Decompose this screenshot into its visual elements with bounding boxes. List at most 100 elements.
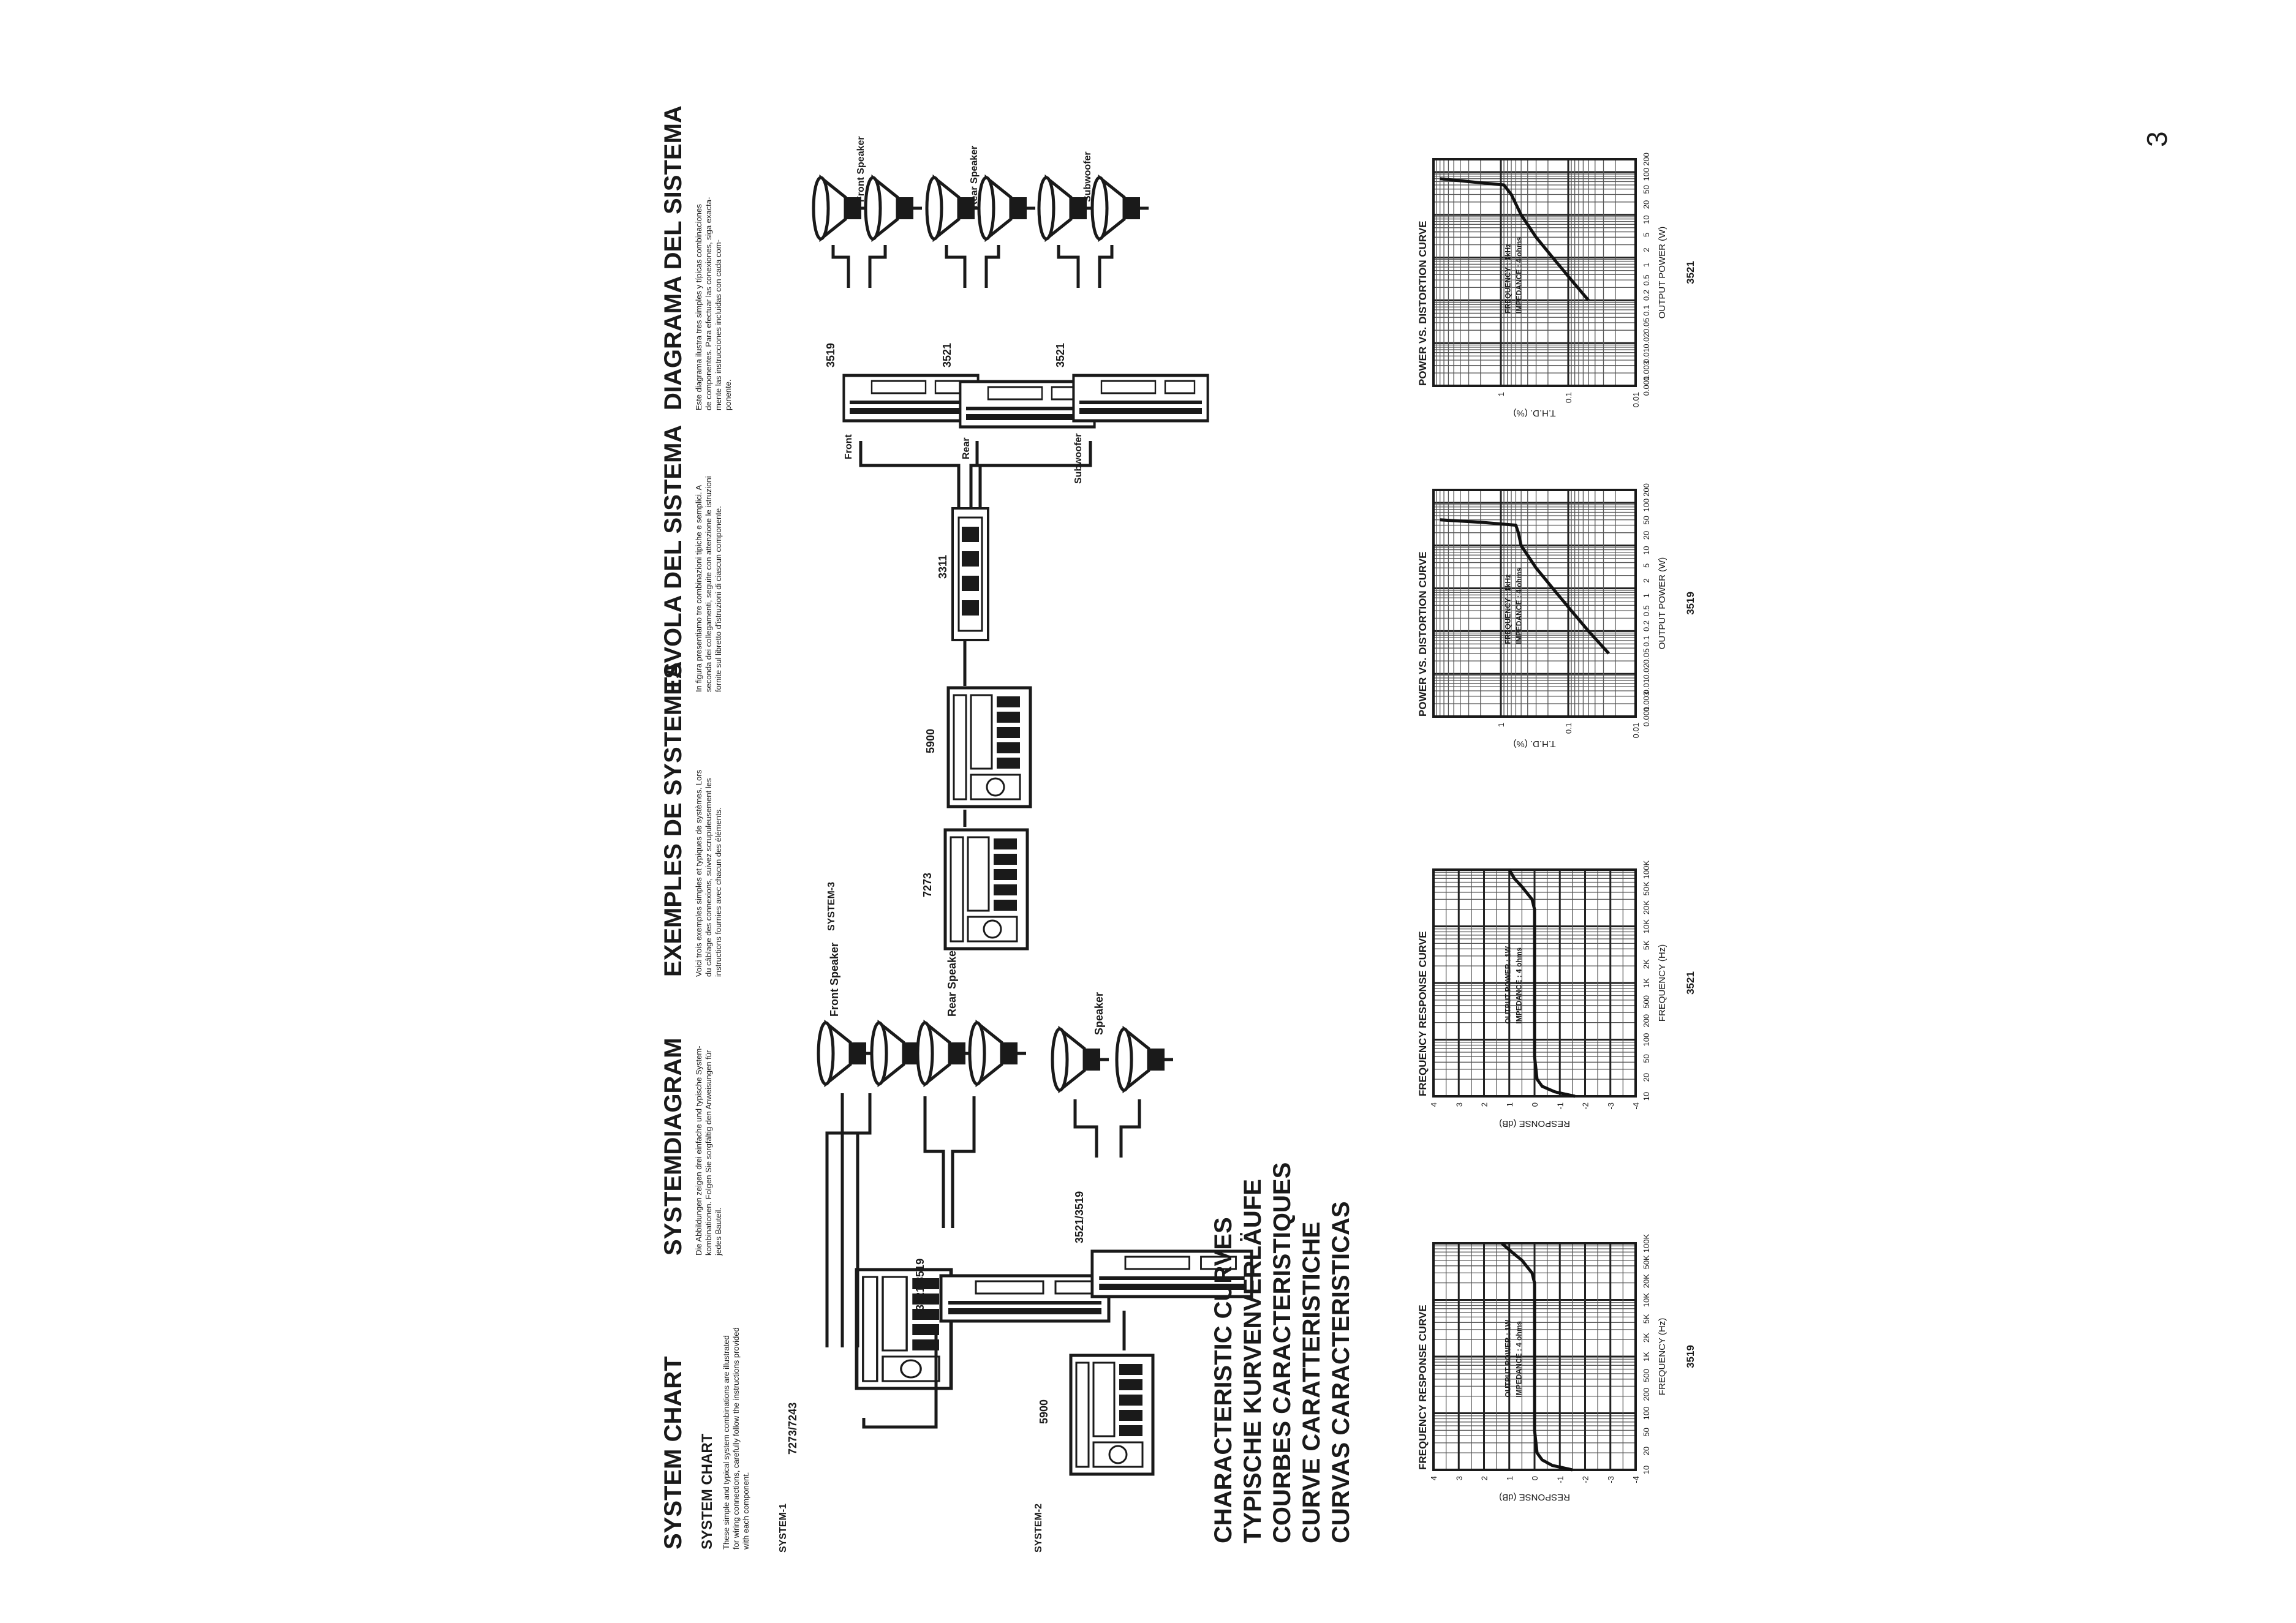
y-axis-label: T.H.D. (%) [1513,739,1555,749]
x-tick-label: 50 [1642,1054,1651,1063]
x-tick-label: 10 [1642,1092,1651,1101]
data-curve [1440,518,1611,655]
y-tick-label: 1 [1505,1476,1514,1480]
paragraph-es-line-2: de componentes. Para efectuar las conexi… [704,197,713,410]
y-tick-label: 2 [1480,1102,1489,1107]
x-tick-label: 100K [1642,1233,1651,1252]
system-2-diagram: SYSTEM-2 5900 3521/3519 Speaker [1033,992,1252,1553]
y-axis-label: RESPONSE (dB) [1499,1118,1570,1129]
y-tick-label: 0.1 [1564,723,1573,734]
tuner-5900-label: 5900 [924,729,937,753]
paragraph-de-line-1: Die Abbildungen zeigen drei einfache und… [694,1045,703,1256]
y-tick-label: 0.01 [1631,392,1641,407]
x-tick-label: 0.001 [1642,707,1651,727]
x-tick-label: 0.05 [1642,649,1651,664]
y-tick-label: -3 [1606,1476,1615,1483]
x-tick-label: 1 [1642,263,1651,267]
x-tick-label: 50 [1642,1428,1651,1436]
rear-speaker-label-s3: Rear Speaker [969,146,980,208]
x-tick-label: 2K [1642,1333,1651,1342]
x-tick-label: 10 [1642,546,1651,554]
x-tick-label: 500 [1642,995,1651,1009]
paragraph-fr-line-3: instructions fournies avec chacun des él… [714,807,723,977]
rear-speaker-label-1: Rear Speaker [946,946,958,1017]
subheading-system-chart: SYSTEM CHART [699,1433,716,1550]
x-tick-label: 100 [1642,1407,1651,1420]
head-unit-7273-7243-label: 7273/7243 [787,1403,799,1455]
paragraph-it-line-3: fornite sul libretto d'istruzioni di cia… [714,506,723,692]
y-tick-label: 2 [1480,1476,1489,1480]
x-tick-label: 1K [1642,978,1651,988]
chart-annotation: FREQUENCY : 1kHz [1503,244,1512,314]
plot-frame [1432,489,1637,718]
x-tick-label: 20 [1642,531,1651,540]
paragraph-de-line-3: jedes Bauteil. [714,1208,723,1256]
chart-title: POWER VS. DISTORTION CURVE [1417,551,1429,717]
system-chart-column: SYSTEM CHART SYSTEM CHART These simple a… [660,1327,750,1550]
paragraph-en-line-3: with each component. [741,1472,750,1550]
data-curve [1500,1242,1573,1472]
x-tick-label: 2K [1642,959,1651,969]
paragraph-de-line-2: kombinationen. Folgen Sie sorgfältig den… [704,1050,713,1256]
x-tick-label: 200 [1642,153,1651,166]
x-tick-label: 0.5 [1642,274,1651,285]
chart-title: FREQUENCY RESPONSE CURVE [1417,931,1429,1096]
y-tick-label: -2 [1581,1102,1590,1110]
system-3-label: SYSTEM-3 [826,882,837,931]
system-1-diagram: SYSTEM-1 7273/7243 3521/3519 Front Speak… [778,943,1109,1553]
x-tick-label: 1K [1642,1352,1651,1361]
x-tick-label: 0.003 [1642,691,1651,712]
paragraph-es-line-4: ponente. [723,379,733,410]
chart-annotation: FREQUENCY : 1kHz [1503,574,1512,644]
x-tick-label: 50 [1642,185,1651,194]
front-speaker-label-s3: Front Speaker [856,136,866,202]
head-unit-5900-label-s2: 5900 [1038,1399,1050,1424]
crossover-3311-label: 3311 [937,555,949,579]
x-tick-label: 0.1 [1642,305,1651,316]
x-tick-label: 0.5 [1642,605,1651,616]
x-tick-label: 5 [1642,233,1651,237]
chart-annotation: OUTPUT POWER : 1W [1503,946,1512,1023]
paragraph-fr-line-1: Voici trois exemples simples et typiques… [694,769,703,977]
paragraph-es-line-1: Este diagrama ilustra tres simples y típ… [694,204,703,410]
curves-heading-en: CHARACTERISTIC CURVES [1210,1217,1237,1543]
x-tick-label: 5K [1642,1314,1651,1324]
curves-heading-de: TYPISCHE KURVENVERLÄUFE [1239,1179,1266,1543]
y-tick-label: -1 [1555,1102,1565,1110]
amp-3521-sub [1073,375,1207,421]
crossover-3311 [951,507,989,641]
curves-heading-es: CURVAS CARACTERISTICAS [1327,1201,1354,1543]
chart-title: POWER VS. DISTORTION CURVE [1417,220,1429,386]
x-tick-label: 0.003 [1642,361,1651,381]
chart-annotation: IMPEDANCE : 4 ohms [1514,1321,1523,1398]
heading-system-chart: SYSTEM CHART [660,1356,687,1550]
x-tick-label: 20 [1642,200,1651,209]
x-tick-label: 2 [1642,578,1651,582]
data-curve [1508,868,1576,1098]
front-speaker-left [818,1023,875,1084]
y-tick-label: 0.01 [1631,723,1641,738]
tuner-5900 [948,688,1030,807]
y-tick-label: 0.1 [1564,392,1573,403]
heading-tavola: TAVOLA DEL SISTEMA [660,425,687,692]
amp-3521-3519-label-1: 3521/3519 [914,1259,926,1311]
x-axis-label: OUTPUT POWER (W) [1657,227,1667,319]
paragraph-es-line-3: mente las instrucciones incluidas con ca… [714,239,723,410]
x-tick-label: 5K [1642,940,1651,950]
paragraph-fr-line-2: du câblage des connexions, suivez scrupu… [704,778,713,977]
chart-annotation: IMPEDANCE : 4 ohms [1514,568,1523,644]
y-tick-label: 0 [1530,1476,1539,1480]
x-tick-label: 50 [1642,516,1651,524]
x-tick-label: 0.1 [1642,636,1651,647]
y-tick-label: -1 [1555,1476,1565,1483]
y-tick-label: -2 [1581,1476,1590,1483]
x-tick-label: 20 [1642,1073,1651,1082]
output-front-label: Front [844,434,854,459]
plot-frame [1432,158,1637,387]
y-axis-label: T.H.D. (%) [1513,408,1555,418]
amp-3521-3519 [941,1276,1109,1321]
y-tick-label: 1 [1505,1102,1514,1107]
x-tick-label: 0.05 [1642,318,1651,333]
